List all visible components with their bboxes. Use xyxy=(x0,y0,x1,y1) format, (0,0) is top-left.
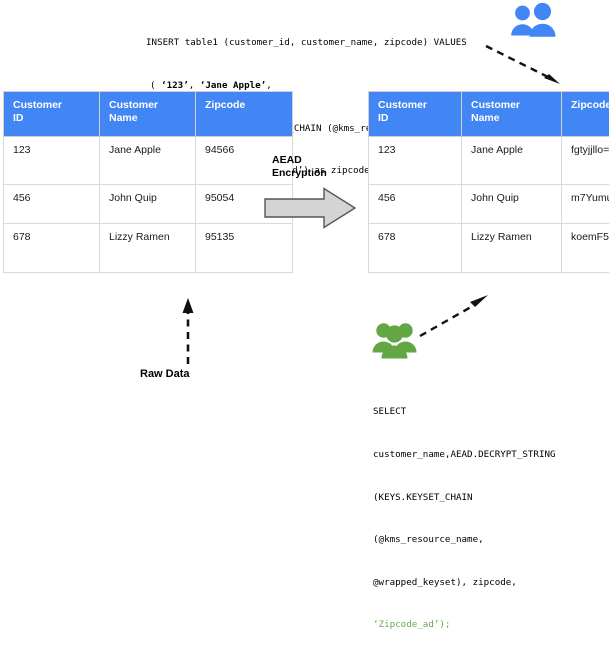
users-icon xyxy=(371,318,419,360)
cell-customer-name: Jane Apple xyxy=(100,137,196,185)
sql-select-line-5: @wrapped_keyset), zipcode, xyxy=(373,576,556,590)
cell-customer-name: Lizzy Ramen xyxy=(462,224,562,273)
table-row: 456 John Quip m7Yumuawqry xyxy=(369,185,609,224)
aead-label-line-2: Encryption xyxy=(272,167,327,179)
cell-customer-name: John Quip xyxy=(462,185,562,224)
cell-customer-id: 123 xyxy=(369,137,462,185)
table-row: 456 John Quip 95054 xyxy=(4,185,293,224)
cell-customer-id: 123 xyxy=(4,137,100,185)
raw-data-label: Raw Data xyxy=(140,368,190,380)
sql-select-statement: SELECT customer_name,AEAD.DECRYPT_STRING… xyxy=(373,377,556,661)
aead-label-line-1: AEAD xyxy=(272,154,302,166)
table-row: 123 Jane Apple 94566 xyxy=(4,137,293,185)
cell-customer-id: 456 xyxy=(369,185,462,224)
dashed-arrow-raw-data xyxy=(175,296,201,366)
sql-select-line-4: (@kms_resource_name, xyxy=(373,533,556,547)
diagram-canvas: INSERT table1 (customer_id, customer_nam… xyxy=(0,0,609,469)
sql-insert-line-2-prefix: ( xyxy=(150,80,161,91)
aead-encryption-label: AEAD Encryption xyxy=(272,154,327,180)
table-row: 678 Lizzy Ramen koemF5ter= xyxy=(369,224,609,273)
sql-select-line-3: (KEYS.KEYSET_CHAIN xyxy=(373,491,556,505)
users-icon xyxy=(509,2,557,42)
cell-customer-id: 678 xyxy=(4,224,100,273)
cell-zipcode-encrypted: fgtyjjllo= xyxy=(562,137,609,185)
sql-select-line-1: SELECT xyxy=(373,405,556,419)
column-header-zipcode: Zipcode xyxy=(562,92,609,137)
cell-customer-id: 456 xyxy=(4,185,100,224)
cell-zipcode-encrypted: koemF5ter= xyxy=(562,224,609,273)
dashed-arrow-select-from-table xyxy=(416,290,500,340)
sql-select-line-2: customer_name,AEAD.DECRYPT_STRING xyxy=(373,448,556,462)
cell-customer-name: Jane Apple xyxy=(462,137,562,185)
sql-insert-line-2-suffix: , xyxy=(266,80,272,91)
cell-customer-id: 678 xyxy=(369,224,462,273)
table-row: 123 Jane Apple fgtyjjllo= xyxy=(369,137,609,185)
cell-zipcode-encrypted: m7Yumuawqry xyxy=(562,185,609,224)
table-row: 678 Lizzy Ramen 95135 xyxy=(4,224,293,273)
cell-customer-name: John Quip xyxy=(100,185,196,224)
block-arrow-right-icon xyxy=(264,187,357,229)
sql-insert-line-2-sep: , xyxy=(189,80,200,91)
sql-insert-value-id: ‘123’ xyxy=(161,80,189,91)
cell-customer-name: Lizzy Ramen xyxy=(100,224,196,273)
cell-zipcode: 95135 xyxy=(196,224,293,273)
sql-insert-value-name: ‘Jane Apple’ xyxy=(200,80,266,91)
sql-insert-line-1: INSERT table1 (customer_id, customer_nam… xyxy=(146,36,467,50)
sql-select-line-6: ‘Zipcode_ad’); xyxy=(373,618,556,632)
dashed-arrow-insert-to-table xyxy=(480,42,570,90)
column-header-zipcode: Zipcode xyxy=(196,92,293,137)
